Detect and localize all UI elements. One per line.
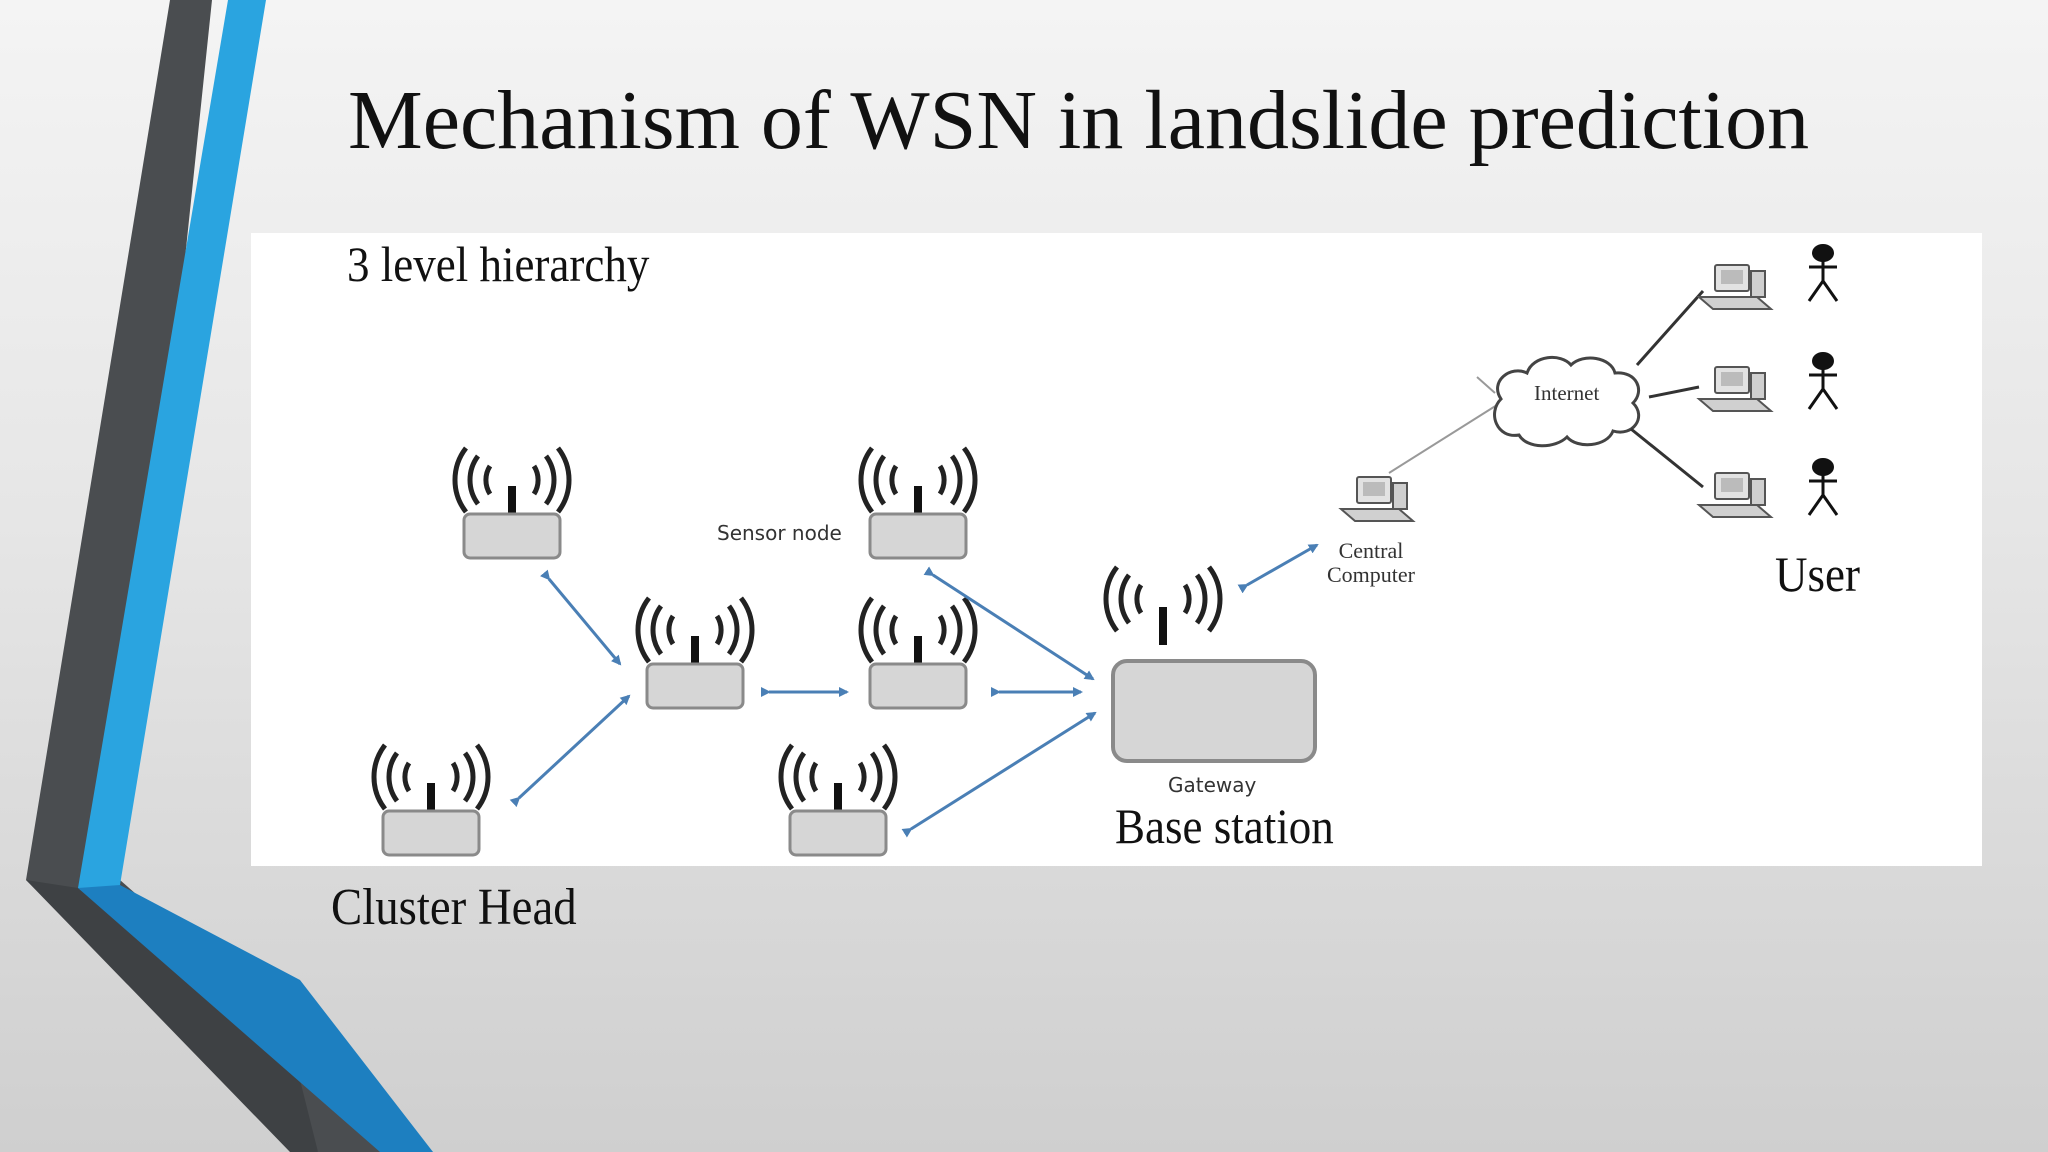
base-station-label: Base station [1115, 798, 1334, 854]
cluster-head-caption: Cluster Head [331, 879, 577, 936]
sensor-node-top-middle [861, 448, 975, 558]
gateway-label: Gateway [1168, 773, 1257, 797]
dark-bottom-wedge [26, 880, 318, 1152]
internet-user3-link [1630, 427, 1704, 489]
arrow-bottomleft-cluster [509, 694, 631, 808]
blue-bottom-wedge [78, 885, 433, 1152]
arrow-gateway-computer [1237, 543, 1319, 594]
wsn-diagram [251, 242, 1839, 866]
cluster-head-node [638, 598, 752, 708]
dark-side-bar [26, 0, 430, 1152]
computer-internet-link [1388, 404, 1498, 474]
user-pc-icon-1 [1698, 264, 1772, 310]
internet-user2-link [1648, 385, 1700, 399]
user-pc-icon-3 [1698, 472, 1772, 518]
central-computer-label-line2: Computer [1327, 562, 1415, 587]
slide-title: Mechanism of WSN in landslide prediction [348, 74, 1810, 167]
sensor-node-bottom-left [374, 745, 488, 855]
user-person-icon-2 [1807, 350, 1839, 411]
central-computer-label-line1: Central [1338, 538, 1404, 563]
gateway-node [1106, 567, 1317, 763]
sensor-node-middle [861, 598, 975, 708]
internet-stub-line [1476, 376, 1496, 394]
central-computer-label: Central Computer [1319, 539, 1423, 587]
user-label: User [1775, 546, 1860, 602]
sensor-node-top-left [455, 448, 569, 558]
internet-cloud-icon [1493, 356, 1640, 448]
user-person-icon-3 [1807, 456, 1839, 517]
hierarchy-label: 3 level hierarchy [347, 236, 650, 292]
arrow-bottommiddle-gateway [901, 711, 1097, 838]
blue-side-bar [78, 0, 433, 1152]
wsn-diagram-panel: 3 level hierarchy Sensor node Gateway Ba… [251, 233, 1982, 866]
central-computer-icon [1340, 476, 1414, 522]
internet-user1-link [1635, 290, 1705, 366]
user-pc-icon-2 [1698, 366, 1772, 412]
user-person-icon-1 [1807, 242, 1839, 303]
arrow-topleft-cluster [540, 569, 622, 666]
sensor-node-bottom-middle [781, 745, 895, 855]
arrow-topmiddle-gateway [923, 566, 1095, 681]
internet-label: Internet [1534, 381, 1600, 405]
sensor-node-label: Sensor node [717, 521, 842, 545]
